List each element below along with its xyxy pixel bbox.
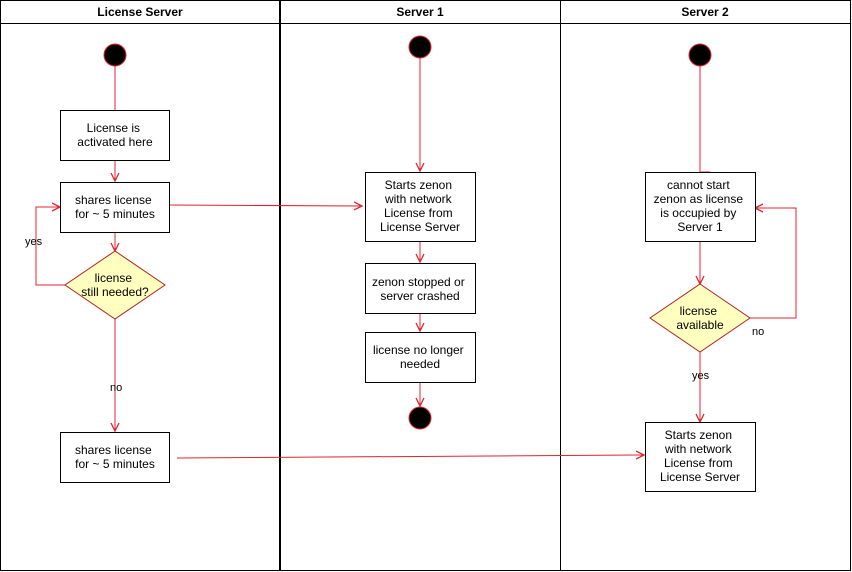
ls-share-license-box-1: shares license for ~ 5 minutes — [60, 182, 170, 233]
edge-label-ls-yes: yes — [25, 236, 43, 248]
svg-text:license still needed?: license still needed? — [81, 271, 149, 299]
lane-title-server-1: Server 1 — [396, 5, 444, 19]
lane-title-server-2: Server 2 — [681, 5, 729, 19]
lane-title-license-server: License Server — [97, 5, 183, 19]
s2-license-available-decision: license available — [649, 283, 751, 353]
svg-text:shares license for ~ 5 m: shares license for ~ 5 minutes — [75, 193, 155, 221]
svg-text:Starts zenon with networ: Starts zenon with network License from L… — [660, 428, 740, 484]
s1-start-node — [408, 35, 432, 59]
svg-text:license available: license available — [676, 304, 724, 332]
ls-start-node — [103, 43, 127, 67]
edge-label-s2-yes: yes — [692, 370, 710, 382]
s1-end-node — [408, 406, 432, 430]
ls-still-needed-decision: license still needed? — [64, 250, 166, 320]
s2-start-zenon-box: Starts zenon with network License from L… — [645, 422, 756, 492]
svg-text:cannot start zenon as li: cannot start zenon as license is occupie… — [654, 178, 747, 234]
s2-cannot-start-box: cannot start zenon as license is occupie… — [645, 172, 756, 242]
svg-text:License is activated her: License is activated here — [77, 121, 153, 149]
svg-text:Starts zenon with networ: Starts zenon with network License from L… — [380, 178, 460, 234]
edge-label-ls-no: no — [110, 382, 122, 394]
edge-label-s2-no: no — [752, 326, 764, 338]
svg-text:shares license for ~ 5 m: shares license for ~ 5 minutes — [75, 443, 155, 471]
s1-no-longer-needed-box: license no longer needed — [365, 332, 476, 383]
s1-stopped-box: zenon stopped or server crashed — [365, 263, 476, 314]
edge-ls-share1-to-s1-start — [169, 205, 362, 206]
ls-activate-box: License is activated here — [60, 110, 170, 161]
edge-ls-share2-to-s2-start — [176, 455, 644, 458]
edges — [35, 58, 797, 458]
s2-start-node — [688, 43, 712, 67]
s1-start-zenon-box: Starts zenon with network License from L… — [365, 172, 476, 242]
edge-s2-decision-no-loop — [750, 208, 797, 319]
edge-ls-decision-yes-loop — [35, 207, 65, 286]
ls-share-license-box-2: shares license for ~ 5 minutes — [60, 432, 170, 483]
svg-text:zenon stopped or server: zenon stopped or server crashed — [372, 275, 468, 303]
svg-text:license no longer needed: license no longer needed — [373, 343, 467, 371]
